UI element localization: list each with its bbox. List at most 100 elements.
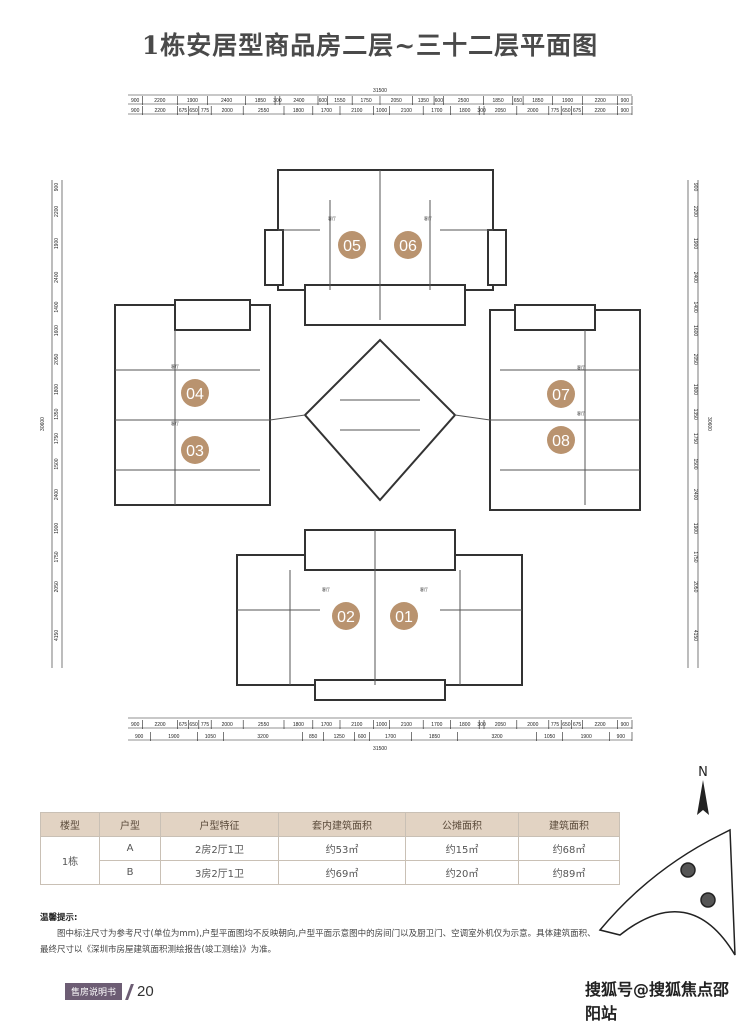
dimension-label: 2400 xyxy=(692,489,698,500)
footer: 售房说明书 20 xyxy=(65,983,154,1000)
dimension-label: 775 xyxy=(201,722,210,728)
feature-cell: 3房2厅1卫 xyxy=(160,860,279,885)
dimension-label: 1350 xyxy=(418,98,429,104)
dimension-label: 1600 xyxy=(54,325,60,336)
dimension-label: 2200 xyxy=(595,98,606,104)
inner-area-cell: 约69㎡ xyxy=(278,860,406,885)
dimension-label: 1700 xyxy=(431,722,442,728)
unit-number: 04 xyxy=(186,386,204,403)
dimension-label: 1900 xyxy=(54,238,60,249)
dimension-label: 1500 xyxy=(692,458,698,469)
dimension-label: 1800 xyxy=(459,108,470,114)
table-header-row: 楼型 户型 户型特征 套内建筑面积 公摊面积 建筑面积 xyxy=(40,812,620,837)
header-cell: 套内建筑面积 xyxy=(278,812,406,837)
north-arrow-icon xyxy=(697,780,709,815)
unit-number: 02 xyxy=(337,609,355,626)
dimension-label: 1750 xyxy=(692,551,698,562)
dimension-label: 1350 xyxy=(692,409,698,420)
dimension-label: 2000 xyxy=(222,722,233,728)
unit-marker-04: 04 xyxy=(181,379,209,407)
dimension-label: 900 xyxy=(617,734,626,740)
dimension-label: 2050 xyxy=(54,581,60,592)
building-cell: 1栋 xyxy=(40,836,100,885)
dimension-label: 650 xyxy=(562,722,571,728)
dimension-label: 2050 xyxy=(692,581,698,592)
room-label: 客厅 xyxy=(424,215,432,221)
dimension-label: 1800 xyxy=(692,384,698,395)
unit-number: 01 xyxy=(395,609,413,626)
dimension-label: 900 xyxy=(54,183,60,192)
dimension-label: 1850 xyxy=(255,98,266,104)
dimension-label: 2400 xyxy=(692,272,698,283)
dimension-label: 675 xyxy=(573,108,582,114)
footer-badge: 售房说明书 xyxy=(65,983,123,1000)
dimension-label: 1400 xyxy=(692,302,698,313)
room-label: 客厅 xyxy=(577,364,585,370)
dimension-label: 1750 xyxy=(361,98,372,104)
dimension-label: 2100 xyxy=(401,108,412,114)
dimension-label: 1700 xyxy=(321,108,332,114)
page-title: 1栋安居型商品房二层~三十二层平面图 xyxy=(141,31,599,60)
unit-badge xyxy=(181,436,209,464)
unit-marker-08: 08 xyxy=(547,426,575,454)
unit-number: 06 xyxy=(399,238,417,255)
dimension-label: 2550 xyxy=(258,722,269,728)
unit-number: 08 xyxy=(552,433,570,450)
inner-area-cell: 约53㎡ xyxy=(278,836,406,861)
dimension-label: 1900 xyxy=(692,238,698,249)
dimension-label: 1750 xyxy=(54,551,60,562)
dimension-label: 1900 xyxy=(692,523,698,534)
notes-text: 图中标注尺寸为参考尺寸(单位为mm),户型平面图均不反映朝向,户型平面示意图中的… xyxy=(40,929,596,955)
unit-marker-02: 02 xyxy=(332,602,360,630)
dimension-label: 1900 xyxy=(187,98,198,104)
dimension-label: 2500 xyxy=(458,98,469,104)
area-table: 楼型 户型 户型特征 套内建筑面积 公摊面积 建筑面积 1栋 A 2房2厅1卫 … xyxy=(40,812,620,885)
dimension-label: 900 xyxy=(131,98,140,104)
dimension-label: 1000 xyxy=(376,108,387,114)
dimension-label: 2050 xyxy=(495,108,506,114)
dimension-label: 600 xyxy=(319,98,328,104)
unit-marker-01: 01 xyxy=(390,602,418,630)
compass-label: N xyxy=(698,765,708,780)
unit-badge xyxy=(547,380,575,408)
feature-cell: 2房2厅1卫 xyxy=(160,836,279,861)
unit-number: 03 xyxy=(186,443,204,460)
header-cell: 户型 xyxy=(99,812,161,837)
dimension-label: 2100 xyxy=(351,108,362,114)
total-area-cell: 约68㎡ xyxy=(518,836,620,861)
dimension-label: 650 xyxy=(562,108,571,114)
dimension-label: 650 xyxy=(189,722,198,728)
dimension-label: 2400 xyxy=(221,98,232,104)
interior-walls xyxy=(115,170,640,685)
dimension-label: 4150 xyxy=(692,630,698,641)
dimension-label: 1400 xyxy=(54,301,60,312)
dimension-label: 650 xyxy=(514,98,523,104)
dimension-label: 1700 xyxy=(431,108,442,114)
room-label: 客厅 xyxy=(322,586,330,592)
unit-marker-05: 05 xyxy=(338,231,366,259)
dimension-label: 2000 xyxy=(527,722,538,728)
dimension-label: 650 xyxy=(189,108,198,114)
watermark: 搜狐号@搜狐焦点邵阳站 xyxy=(585,980,730,1023)
room-label: 客厅 xyxy=(577,410,585,416)
dimension-label: 1250 xyxy=(334,734,345,740)
dimension-label: 1850 xyxy=(492,98,503,104)
dimension-label: 675 xyxy=(179,108,188,114)
dimension-label: 600 xyxy=(358,734,367,740)
dimension-label: 2200 xyxy=(154,108,165,114)
type-cell: B xyxy=(99,860,161,885)
room-label: 客厅 xyxy=(420,586,428,592)
dimension-label: 850 xyxy=(309,734,318,740)
unit-badge xyxy=(547,426,575,454)
dimension-label: 2200 xyxy=(594,108,605,114)
building-outline xyxy=(114,169,641,701)
table-row: B 3房2厅1卫 约69㎡ 约20㎡ 约89㎡ xyxy=(41,860,620,885)
notes-heading: 温馨提示: xyxy=(40,913,78,923)
dimension-label: 1500 xyxy=(54,458,60,469)
dimension-label: 1900 xyxy=(54,523,60,534)
dimension-label: 1900 xyxy=(168,734,179,740)
dimension-label: 1850 xyxy=(429,734,440,740)
dimension-label: 1700 xyxy=(321,722,332,728)
header-cell: 公摊面积 xyxy=(405,812,519,837)
right-total-dim: 30600 xyxy=(706,417,712,431)
